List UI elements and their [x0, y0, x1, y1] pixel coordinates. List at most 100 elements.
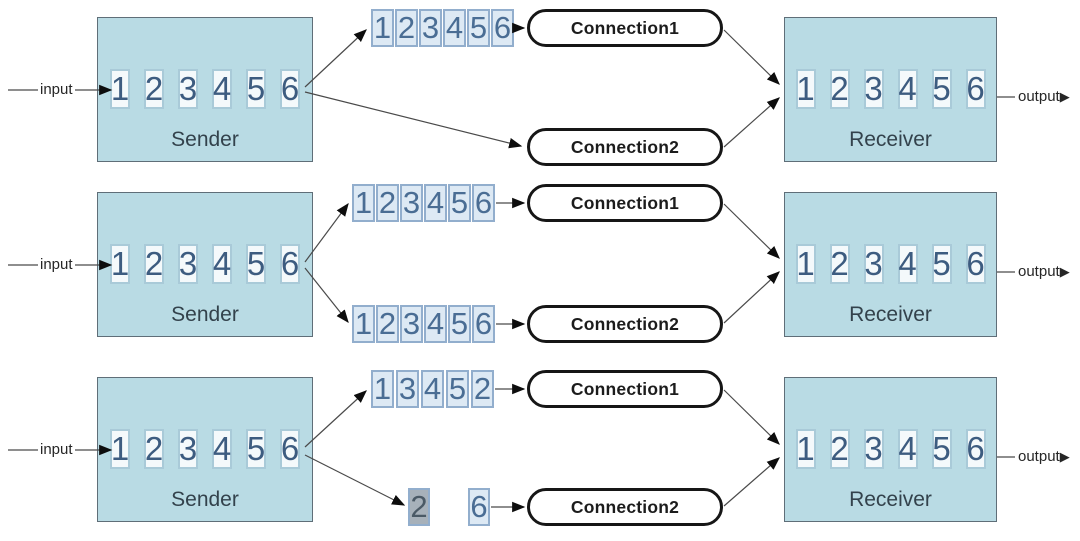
sequence-digit-card: 1: [352, 305, 375, 343]
delivered-digit-card: 6: [468, 488, 490, 526]
digit-card: 2: [829, 244, 850, 284]
sequence-digit-card: 2: [471, 370, 494, 408]
digit-card: 4: [212, 69, 232, 109]
sequence-digit-card: 1: [371, 9, 394, 47]
digit-card: 4: [212, 244, 232, 284]
digit-card: 2: [144, 429, 164, 469]
digit-card: 4: [212, 429, 232, 469]
row3-sender-to-stream-top: [304, 390, 367, 448]
digit-card: 4: [897, 244, 918, 284]
digit-card: 3: [863, 429, 884, 469]
output-arrow-icon: ▶: [1059, 264, 1070, 279]
sequence-digit-card: 3: [419, 9, 442, 47]
sequence-digit-card: 3: [400, 184, 423, 222]
output-arrow-icon: ▶: [1059, 89, 1070, 104]
digit-card: 3: [178, 69, 198, 109]
connection2-pill: Connection2: [527, 128, 723, 166]
sequence-digit-card: 5: [467, 9, 490, 47]
row2-connection1-to-receiver: [723, 203, 780, 259]
output-label: output▶: [1016, 263, 1072, 281]
digit-card: 6: [965, 244, 986, 284]
input-label: input: [38, 256, 75, 274]
sequence-digit-card: 4: [443, 9, 466, 47]
sequence-digit-card: 4: [421, 370, 444, 408]
digit-card: 1: [795, 244, 816, 284]
input-label: input: [38, 441, 75, 459]
row1-connection2-to-receiver: [723, 97, 780, 148]
receiver-label: Receiver: [849, 303, 932, 326]
output-arrow-icon: ▶: [1059, 449, 1070, 464]
lost-digit-card: 2: [408, 488, 430, 526]
digit-card: 1: [110, 244, 130, 284]
sequence-digit-card: 5: [446, 370, 469, 408]
sequence-digit-card: 5: [448, 184, 471, 222]
sequence-digit-card: 4: [424, 305, 447, 343]
receiver-label: Receiver: [849, 128, 932, 151]
row3-connection2-to-receiver: [723, 457, 780, 507]
receiver-label: Receiver: [849, 488, 932, 511]
sender-label: Sender: [171, 488, 239, 511]
connection2-pill: Connection2: [527, 305, 723, 343]
row1-connection1-to-receiver: [723, 29, 780, 85]
sequence-digit-card: 1: [352, 184, 375, 222]
digit-card: 5: [246, 244, 266, 284]
sender-label: Sender: [171, 303, 239, 326]
row1-sender-to-stream-top: [304, 29, 367, 88]
connection1-pill: Connection1: [527, 370, 723, 408]
sequence-digit-card: 4: [424, 184, 447, 222]
digit-card: 5: [931, 244, 952, 284]
digit-card: 6: [280, 429, 300, 469]
digit-card: 1: [110, 69, 130, 109]
connection1-pill: Connection1: [527, 184, 723, 222]
output-label: output▶: [1016, 448, 1072, 466]
digit-card: 2: [829, 69, 850, 109]
sequence-digit-card: 5: [448, 305, 471, 343]
digit-card: 6: [280, 244, 300, 284]
sequence-digit-card: 3: [396, 370, 419, 408]
sequence-digit-card: 6: [472, 184, 495, 222]
sequence-digit-card: 2: [395, 9, 418, 47]
sequence-digit-card: 2: [376, 184, 399, 222]
row2-connection2-to-receiver: [723, 271, 780, 324]
sender-label: Sender: [171, 128, 239, 151]
digit-card: 1: [795, 429, 816, 469]
digit-card: 1: [110, 429, 130, 469]
sequence-digit-card: 6: [472, 305, 495, 343]
output-label: output▶: [1016, 88, 1072, 106]
digit-card: 3: [863, 69, 884, 109]
sequence-digit-card: 6: [491, 9, 514, 47]
digit-card: 5: [931, 429, 952, 469]
digit-card: 2: [144, 69, 164, 109]
digit-card: 6: [965, 69, 986, 109]
digit-card: 3: [178, 429, 198, 469]
row1-sender-to-connection2: [304, 91, 523, 149]
digit-card: 3: [863, 244, 884, 284]
digit-card: 5: [246, 69, 266, 109]
digit-card: 1: [795, 69, 816, 109]
digit-card: 4: [897, 429, 918, 469]
digit-card: 6: [280, 69, 300, 109]
digit-card: 5: [246, 429, 266, 469]
digit-card: 2: [144, 244, 164, 284]
digit-card: 5: [931, 69, 952, 109]
connection2-pill: Connection2: [527, 488, 723, 526]
digit-card: 4: [897, 69, 918, 109]
row3-connection1-to-receiver: [723, 389, 780, 445]
